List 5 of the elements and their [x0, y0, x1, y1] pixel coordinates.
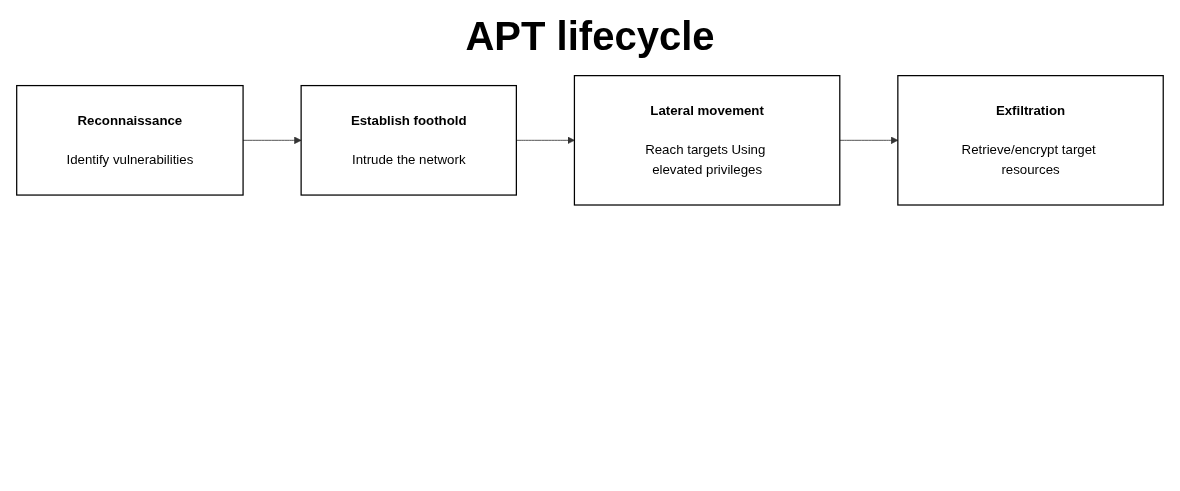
node-box: Lateral movement Reach targets Using elevated privileges — [573, 75, 841, 206]
node-box: Exfiltration Retrieve/encrypt target resources — [897, 75, 1164, 206]
node-box: Establish foothold Intrude the network — [300, 84, 517, 196]
diagram-title: APT lifecycle — [464, 14, 716, 59]
node-box: Reconnaissance Identify vulnerabilities — [16, 84, 244, 196]
